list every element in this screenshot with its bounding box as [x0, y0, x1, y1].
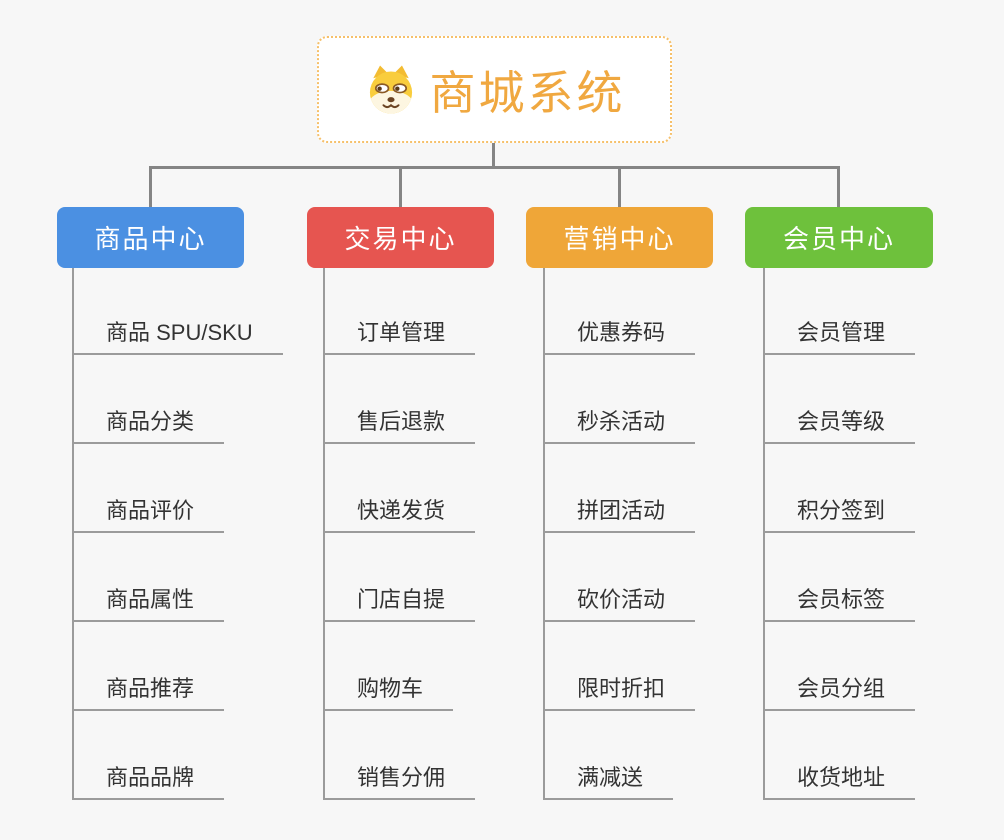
leaf-node[interactable]: 商品属性	[72, 533, 332, 622]
leaf-node[interactable]: 积分签到	[763, 444, 1004, 533]
branch-drop-connector	[618, 166, 621, 210]
leaf-node[interactable]: 会员分组	[763, 622, 1004, 711]
leaf-node[interactable]: 会员标签	[763, 533, 1004, 622]
root-title: 商城系统	[429, 66, 626, 119]
leaf-node[interactable]: 商品分类	[72, 355, 332, 444]
leaf-node[interactable]: 门店自提	[323, 533, 583, 622]
branch-child-connector	[323, 268, 325, 800]
leaf-node[interactable]: 订单管理	[323, 266, 583, 355]
branch-drop-connector	[399, 166, 402, 210]
branch-children-product: 商品 SPU/SKU 商品分类 商品评价 商品属性 商品推荐 商品品牌	[72, 266, 332, 800]
branch-children-member: 会员管理 会员等级 积分签到 会员标签 会员分组 收货地址	[763, 266, 1004, 800]
leaf-node[interactable]: 快递发货	[323, 444, 583, 533]
leaf-node[interactable]: 满减送	[543, 711, 803, 800]
leaf-node[interactable]: 商品评价	[72, 444, 332, 533]
branch-drop-connector	[149, 166, 152, 210]
root-stem-connector	[492, 143, 495, 168]
branch-child-connector	[543, 268, 545, 800]
branch-node-trade[interactable]: 交易中心	[307, 207, 494, 268]
root-node[interactable]: 商城系统	[317, 36, 672, 143]
leaf-node[interactable]: 商品 SPU/SKU	[72, 266, 332, 355]
leaf-node[interactable]: 销售分佣	[323, 711, 583, 800]
branch-drop-connector	[837, 166, 840, 210]
branch-node-marketing[interactable]: 营销中心	[526, 207, 713, 268]
branch-node-product[interactable]: 商品中心	[57, 207, 244, 268]
leaf-node[interactable]: 优惠券码	[543, 266, 803, 355]
leaf-node[interactable]: 商品品牌	[72, 711, 332, 800]
leaf-node[interactable]: 收货地址	[763, 711, 1004, 800]
branch-horizontal-connector	[149, 166, 840, 169]
leaf-node[interactable]: 会员等级	[763, 355, 1004, 444]
branch-node-member[interactable]: 会员中心	[745, 207, 933, 268]
leaf-node[interactable]: 售后退款	[323, 355, 583, 444]
branch-children-marketing: 优惠券码 秒杀活动 拼团活动 砍价活动 限时折扣 满减送	[543, 266, 803, 800]
branch-child-connector	[763, 268, 765, 800]
branch-children-trade: 订单管理 售后退款 快递发货 门店自提 购物车 销售分佣	[323, 266, 583, 800]
leaf-node[interactable]: 商品推荐	[72, 622, 332, 711]
branch-child-connector	[72, 268, 74, 800]
dog-face-icon	[364, 63, 418, 117]
leaf-node[interactable]: 秒杀活动	[543, 355, 803, 444]
leaf-node[interactable]: 限时折扣	[543, 622, 803, 711]
leaf-node[interactable]: 拼团活动	[543, 444, 803, 533]
leaf-node[interactable]: 砍价活动	[543, 533, 803, 622]
leaf-node[interactable]: 购物车	[323, 622, 583, 711]
leaf-node[interactable]: 会员管理	[763, 266, 1004, 355]
